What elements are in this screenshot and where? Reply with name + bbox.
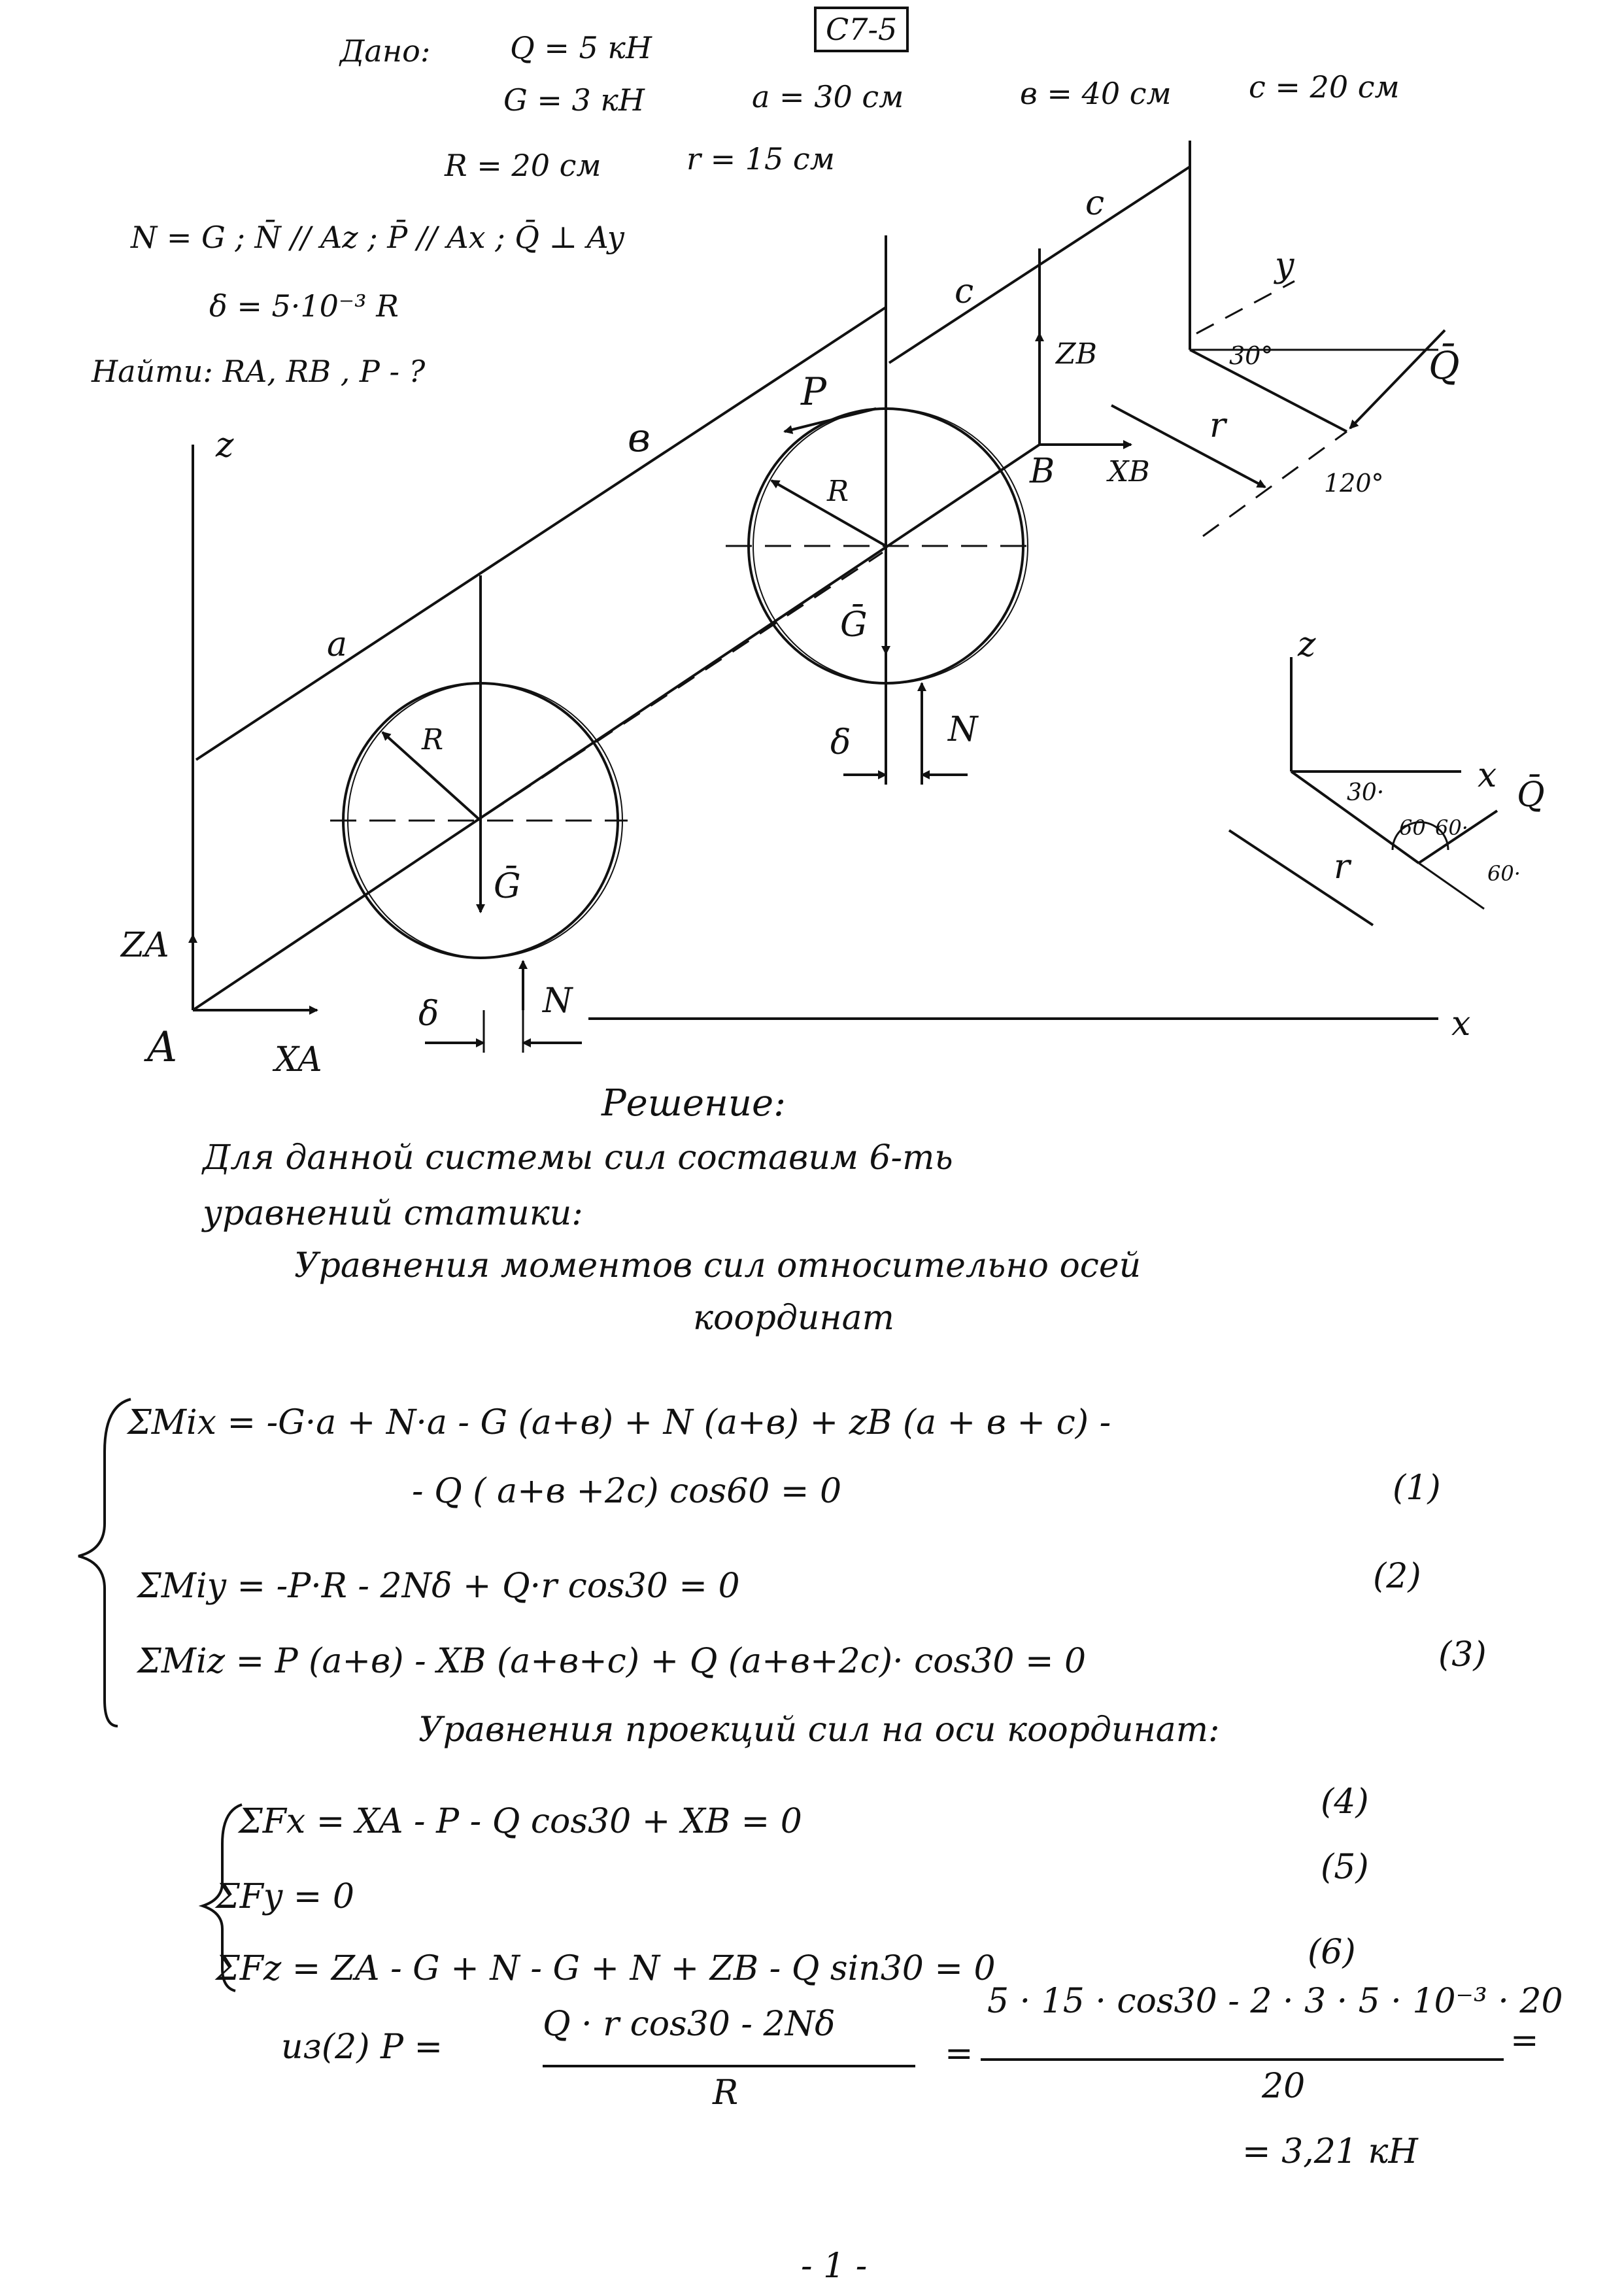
fraction-1-denominator: R <box>713 2073 739 2113</box>
projections-title: Уравнения проекций сил на оси координат: <box>418 1710 1220 1750</box>
inset-label-r: r <box>1334 847 1350 887</box>
label-A: A <box>147 1023 178 1072</box>
equation-1-number: (1) <box>1393 1468 1441 1508</box>
label-ZB: ZB <box>1056 337 1097 371</box>
inset-label-z: z <box>1298 625 1316 664</box>
label-x: x <box>1451 1004 1471 1044</box>
wheel1-radius <box>381 731 482 822</box>
inset-angle-60b: 60· <box>1435 815 1468 840</box>
projections-brace <box>198 1803 243 1992</box>
given-r: r = 15 см <box>686 141 835 177</box>
label-N-1: N <box>543 981 573 1021</box>
fraction-2-numerator: 5 · 15 · cos30 - 2 · 3 · 5 · 10⁻³ · 20 <box>987 1982 1563 2021</box>
label-XB: XB <box>1108 455 1150 488</box>
equation-4: ΣFx = XA - P - Q cos30 + XB = 0 <box>239 1802 802 1841</box>
shaft-line <box>192 443 1041 1011</box>
moments-title: Уравнения моментов сил относительно осей <box>294 1246 1142 1285</box>
given-R: R = 20 см <box>445 148 601 183</box>
solution-intro-1: Для данной системы сил составим 6-ть <box>203 1138 953 1178</box>
crank-line <box>1189 348 1347 433</box>
equation-3-number: (3) <box>1438 1635 1487 1674</box>
label-N-2: N <box>948 710 978 749</box>
given-a: a = 30 см <box>752 79 904 114</box>
page-number: - 1 - <box>801 2247 868 2286</box>
equation-5-number: (5) <box>1321 1848 1369 1887</box>
equals-sign-2: = <box>1510 2021 1539 2060</box>
given-b: в = 40 см <box>1020 76 1172 111</box>
given-G: G = 3 кН <box>503 82 645 118</box>
wheel2-radius <box>770 479 887 547</box>
label-ZA: ZA <box>121 926 169 965</box>
main-figure <box>188 141 1446 1053</box>
label-b: в <box>628 415 651 461</box>
inset-label-Q: Q̄ <box>1517 775 1545 815</box>
equals-sign-1: = <box>945 2034 973 2073</box>
label-y: y <box>1275 246 1294 285</box>
given-c: c = 20 см <box>1249 69 1400 105</box>
given-find: Найти: RA, RB , P - ? <box>92 354 426 389</box>
equation-2: ΣMiy = -P·R - 2Nδ + Q·r cos30 = 0 <box>137 1567 740 1606</box>
dim-line-ab <box>195 306 887 761</box>
solution-title: Решение: <box>601 1082 786 1125</box>
label-R-1: R <box>422 723 444 756</box>
inset-q-line <box>1417 809 1498 864</box>
inset-angle-60c: 60· <box>1487 861 1521 886</box>
y-axis-dashed <box>1196 280 1295 335</box>
moments-title-2: координат <box>693 1298 894 1338</box>
label-c-2: c <box>1085 184 1105 223</box>
label-c-1: c <box>955 272 974 311</box>
given-delta: δ = 5·10⁻³ R <box>209 288 399 324</box>
p-arrow <box>783 407 877 434</box>
equation-6: ΣFz = ZA - G + N - G + N + ZB - Q sin30 … <box>216 1949 996 1988</box>
task-code-box: С7-5 <box>814 7 909 52</box>
result-P: = 3,21 кН <box>1242 2132 1418 2171</box>
equation-5: ΣFy = 0 <box>216 1877 354 1916</box>
wheel-2-outer <box>753 408 1028 684</box>
inset-diagram <box>1228 657 1498 926</box>
r-dim-arrow <box>1111 404 1266 488</box>
equation-4-number: (4) <box>1321 1782 1369 1822</box>
inset-crank <box>1290 770 1420 864</box>
shaft-dashed <box>486 551 883 815</box>
label-R-2: R <box>827 475 849 508</box>
given-conditions: N = G ; N̄ // Az ; P̄ // Ax ; Q̄ ⊥ Ay <box>131 220 624 255</box>
given-title: Дано: <box>340 33 431 69</box>
solution-intro-2: уравнений статики: <box>203 1194 583 1233</box>
label-delta-2: δ <box>830 723 851 762</box>
inset-angle-60a: 60 <box>1399 815 1426 840</box>
equation-2-number: (2) <box>1373 1557 1421 1596</box>
label-B: B <box>1030 452 1055 491</box>
fraction-2-denominator: 20 <box>1262 2067 1306 2106</box>
equation-3: ΣMiz = P (a+в) - XB (a+в+c) + Q (a+в+2c)… <box>137 1642 1087 1681</box>
label-r: r <box>1210 406 1226 445</box>
inset-r-dim <box>1228 829 1374 926</box>
fraction-1-numerator: Q · r cos30 - 2Nδ <box>543 2005 836 2044</box>
inset-ext-line <box>1418 862 1485 910</box>
inset-angle-arc <box>1391 821 1449 851</box>
inset-angle-30: 30· <box>1347 779 1385 806</box>
label-G-2: Ḡ <box>840 605 868 645</box>
from-equation-2: из(2) P = <box>281 2028 443 2067</box>
label-angle-30: 30° <box>1229 341 1274 370</box>
label-z: z <box>216 426 234 465</box>
label-P: P <box>801 369 827 414</box>
equation-1b: - Q ( a+в +2c) cos60 = 0 <box>412 1472 842 1511</box>
label-delta-1: δ <box>418 994 439 1034</box>
label-XA: XA <box>275 1040 322 1079</box>
given-Q: Q = 5 кН <box>510 30 652 65</box>
equation-6-number: (6) <box>1308 1933 1356 1972</box>
label-angle-120: 120° <box>1324 469 1384 498</box>
inset-label-x: x <box>1478 756 1497 795</box>
label-Q: Q̄ <box>1429 343 1460 388</box>
moments-brace <box>78 1398 131 1727</box>
task-code: С7-5 <box>826 12 898 47</box>
q-arrow <box>1349 329 1446 430</box>
equation-1a: ΣMix = -G·a + N·a - G (a+в) + N (a+в) + … <box>127 1403 1111 1442</box>
y-axis-dashed-2 <box>1202 430 1347 537</box>
label-a: a <box>327 625 348 664</box>
label-G-1: Ḡ <box>494 867 521 906</box>
